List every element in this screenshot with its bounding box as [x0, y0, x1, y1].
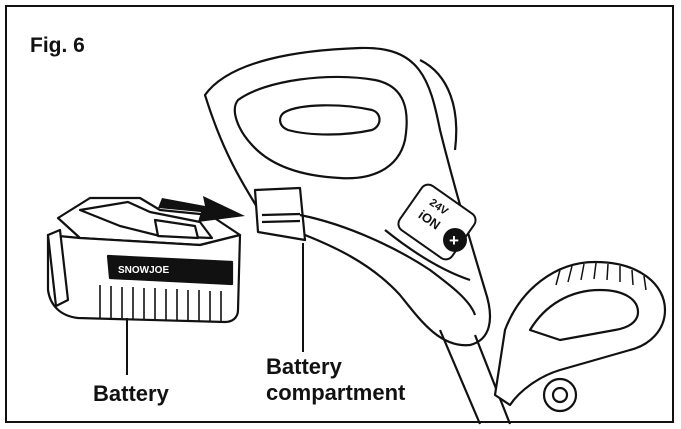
figure-label: Fig. 6	[30, 34, 85, 57]
insertion-arrow	[158, 196, 245, 222]
battery-callout: Battery	[93, 381, 169, 407]
badge-plus-text: +	[449, 231, 459, 250]
tool-badge: 24V iON +	[397, 183, 477, 261]
tool-handle	[203, 46, 512, 425]
battery-pack	[46, 196, 242, 324]
compartment-callout-line2: compartment	[266, 380, 406, 405]
battery-callout-text: Battery	[93, 381, 169, 406]
compartment-callout-line1: Battery	[266, 354, 342, 379]
compartment-callout: Battery compartment	[266, 354, 405, 406]
auxiliary-handle	[493, 260, 667, 413]
battery-brand-text: SNOWJOE	[118, 265, 169, 276]
